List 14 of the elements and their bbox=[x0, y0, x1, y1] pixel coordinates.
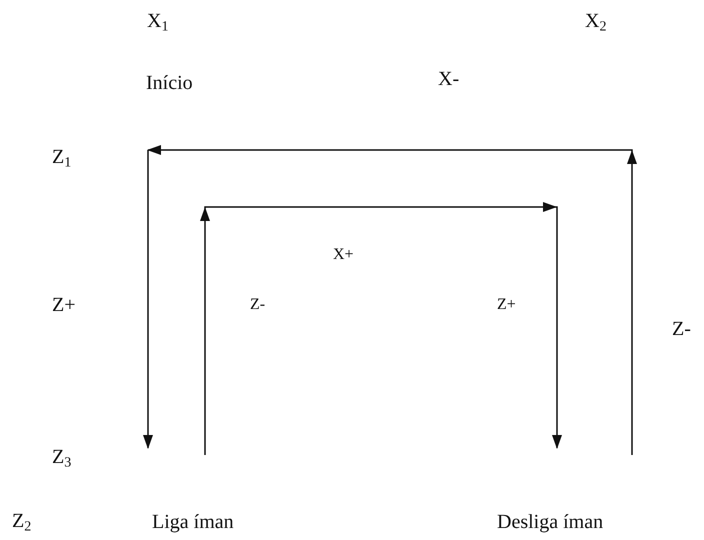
axis-label: Z+ bbox=[52, 294, 76, 316]
axis-label: X$_{1}$ bbox=[147, 10, 168, 35]
axis-label: Z$_{2}$ bbox=[12, 510, 32, 535]
axis-label: X+ bbox=[333, 246, 354, 264]
axis-label: X$_{2}$ bbox=[585, 10, 606, 35]
axis-label: Z$_{3}$ bbox=[52, 446, 72, 471]
axis-label: Z- bbox=[250, 296, 266, 314]
step-label: Desliga íman bbox=[497, 511, 604, 533]
axis-label: X- bbox=[438, 68, 460, 90]
axis-label: Z+ bbox=[497, 296, 516, 314]
axis-label: Z$_{1}$ bbox=[52, 146, 72, 171]
axis-label: Z- bbox=[672, 318, 691, 340]
step-label: Início bbox=[146, 72, 194, 94]
step-label: Liga íman bbox=[152, 511, 235, 533]
